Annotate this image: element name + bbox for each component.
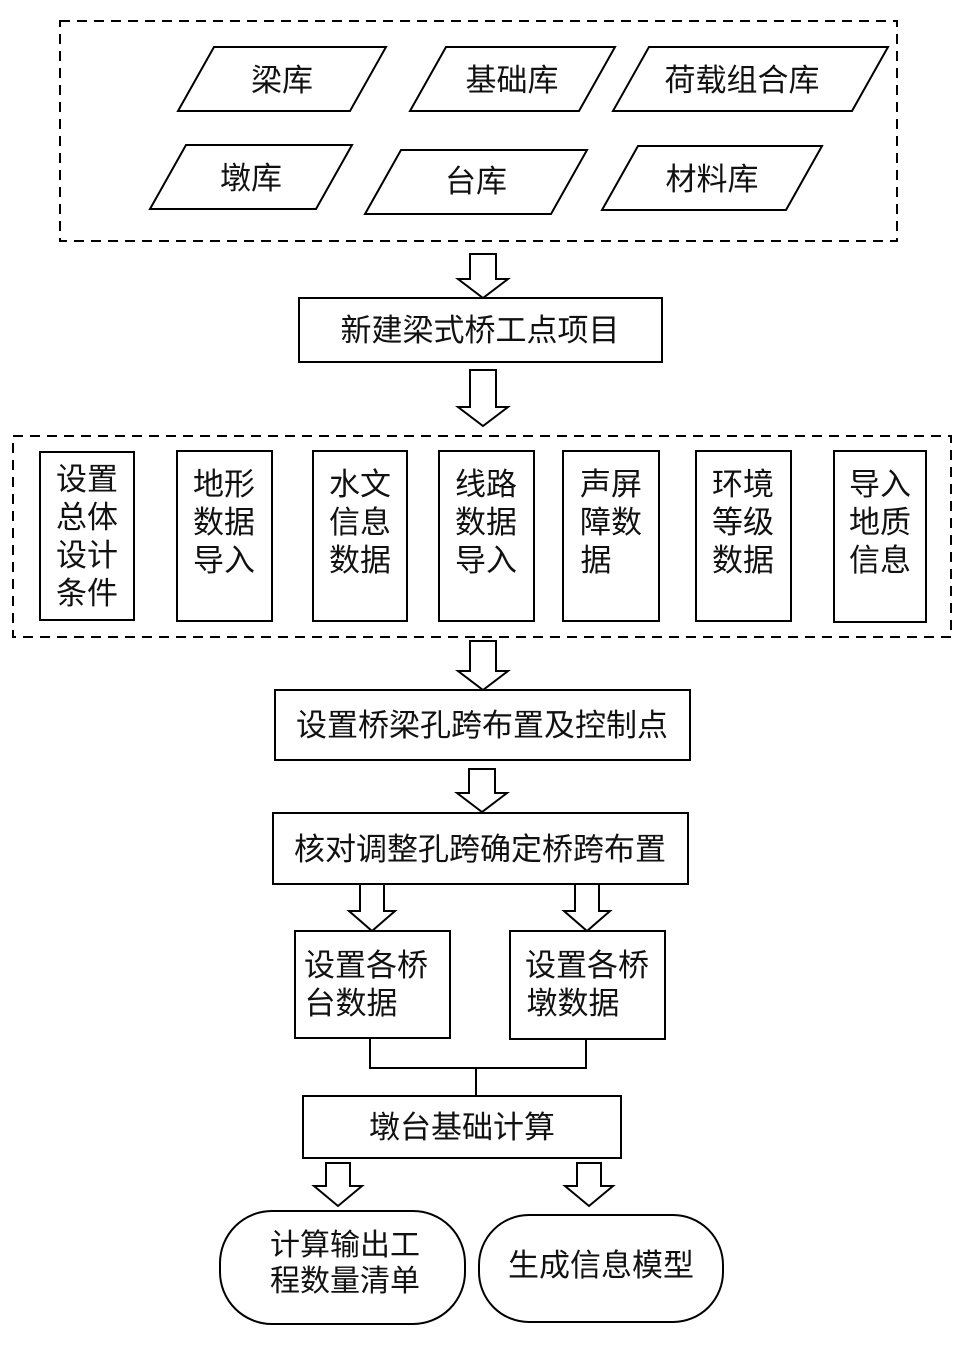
output-quantity-terminal <box>219 1210 466 1325</box>
input-route-data-line-3: 导入 <box>455 543 517 579</box>
input-geology-info-line-1: 导入 <box>849 467 911 503</box>
input-terrain-data-box <box>176 450 273 622</box>
flow-arrow-3 <box>455 640 511 692</box>
input-environment-grade-data-line-1: 环境 <box>712 467 774 503</box>
beam-library-label: 梁库 <box>251 63 313 99</box>
input-hydrology-data-box <box>312 450 408 622</box>
abutment-data-box <box>294 930 451 1039</box>
input-design-conditions-line-2: 总体 <box>56 500 118 536</box>
input-terrain-data-line-2: 数据 <box>193 505 255 541</box>
foundation-library-label: 基础库 <box>466 63 559 99</box>
input-hydrology-data-line-2: 信息 <box>329 505 391 541</box>
flow-arrow-1 <box>455 253 511 300</box>
pier-data-line-2: 墩数据 <box>527 986 620 1022</box>
foundation-library-shape <box>408 46 617 112</box>
foundation-calc-box <box>302 1095 622 1159</box>
abutment-data-line-2: 台数据 <box>305 986 398 1022</box>
span-layout-label: 设置桥梁孔跨布置及控制点 <box>296 708 668 744</box>
input-environment-grade-data-box <box>695 450 792 622</box>
flow-arrow-output-right <box>562 1162 616 1208</box>
abutment-data-line-1: 设置各桥 <box>304 948 428 984</box>
pier-library-shape <box>148 144 354 210</box>
input-sound-barrier-data-line-2: 障数 <box>580 505 642 541</box>
input-sound-barrier-data-line-1: 声屏 <box>580 467 642 503</box>
input-terrain-data-line-1: 地形 <box>193 467 255 503</box>
material-library-label: 材料库 <box>666 162 759 198</box>
input-design-conditions-line-3: 设计 <box>56 538 118 574</box>
flow-arrow-output-left <box>311 1162 365 1208</box>
span-layout-box <box>274 689 691 761</box>
input-data-group-frame <box>12 435 952 638</box>
input-hydrology-data-line-3: 数据 <box>329 543 391 579</box>
input-sound-barrier-data-box <box>562 450 660 622</box>
verify-span-label: 核对调整孔跨确定桥跨布置 <box>294 832 666 868</box>
merge-connector-line <box>369 1038 587 1069</box>
input-design-conditions-line-1: 设置 <box>56 462 118 498</box>
input-geology-info-line-2: 地质 <box>849 505 911 541</box>
new-project-box <box>298 297 663 363</box>
output-quantity-line-1: 计算输出工 <box>270 1228 420 1263</box>
input-hydrology-data-line-1: 水文 <box>329 467 391 503</box>
abutment-library-label: 台库 <box>445 164 507 200</box>
load-combination-library-shape <box>611 46 890 112</box>
flow-arrow-right-branch <box>561 883 613 933</box>
input-route-data-line-2: 数据 <box>455 505 517 541</box>
pier-library-label: 墩库 <box>220 161 282 197</box>
input-terrain-data-line-3: 导入 <box>193 543 255 579</box>
generate-model-terminal <box>478 1214 724 1323</box>
foundation-calc-label: 墩台基础计算 <box>369 1110 555 1146</box>
generate-model-label: 生成信息模型 <box>508 1248 694 1284</box>
input-geology-info-line-3: 信息 <box>849 543 911 579</box>
input-sound-barrier-data-line-3: 据 <box>581 543 612 579</box>
material-library-shape <box>600 145 824 211</box>
verify-span-box <box>272 812 689 885</box>
input-environment-grade-data-line-2: 等级 <box>712 505 774 541</box>
input-route-data-box <box>438 450 535 622</box>
new-project-label: 新建梁式桥工点项目 <box>341 313 620 349</box>
load-combination-library-label: 荷载组合库 <box>665 63 820 99</box>
beam-library-shape <box>176 46 388 112</box>
input-design-conditions-box <box>39 451 135 621</box>
pier-data-box <box>509 930 666 1040</box>
abutment-library-shape <box>363 149 589 215</box>
flow-arrow-left-branch <box>346 883 398 933</box>
flow-arrow-4 <box>454 768 510 814</box>
output-quantity-line-2: 程数量清单 <box>270 1264 420 1299</box>
input-route-data-line-1: 线路 <box>455 467 517 503</box>
flow-arrow-2 <box>455 369 511 428</box>
input-environment-grade-data-line-3: 数据 <box>712 543 774 579</box>
input-design-conditions-line-4: 条件 <box>56 576 118 612</box>
pier-data-line-1: 设置各桥 <box>525 948 649 984</box>
input-geology-info-box <box>833 450 927 623</box>
